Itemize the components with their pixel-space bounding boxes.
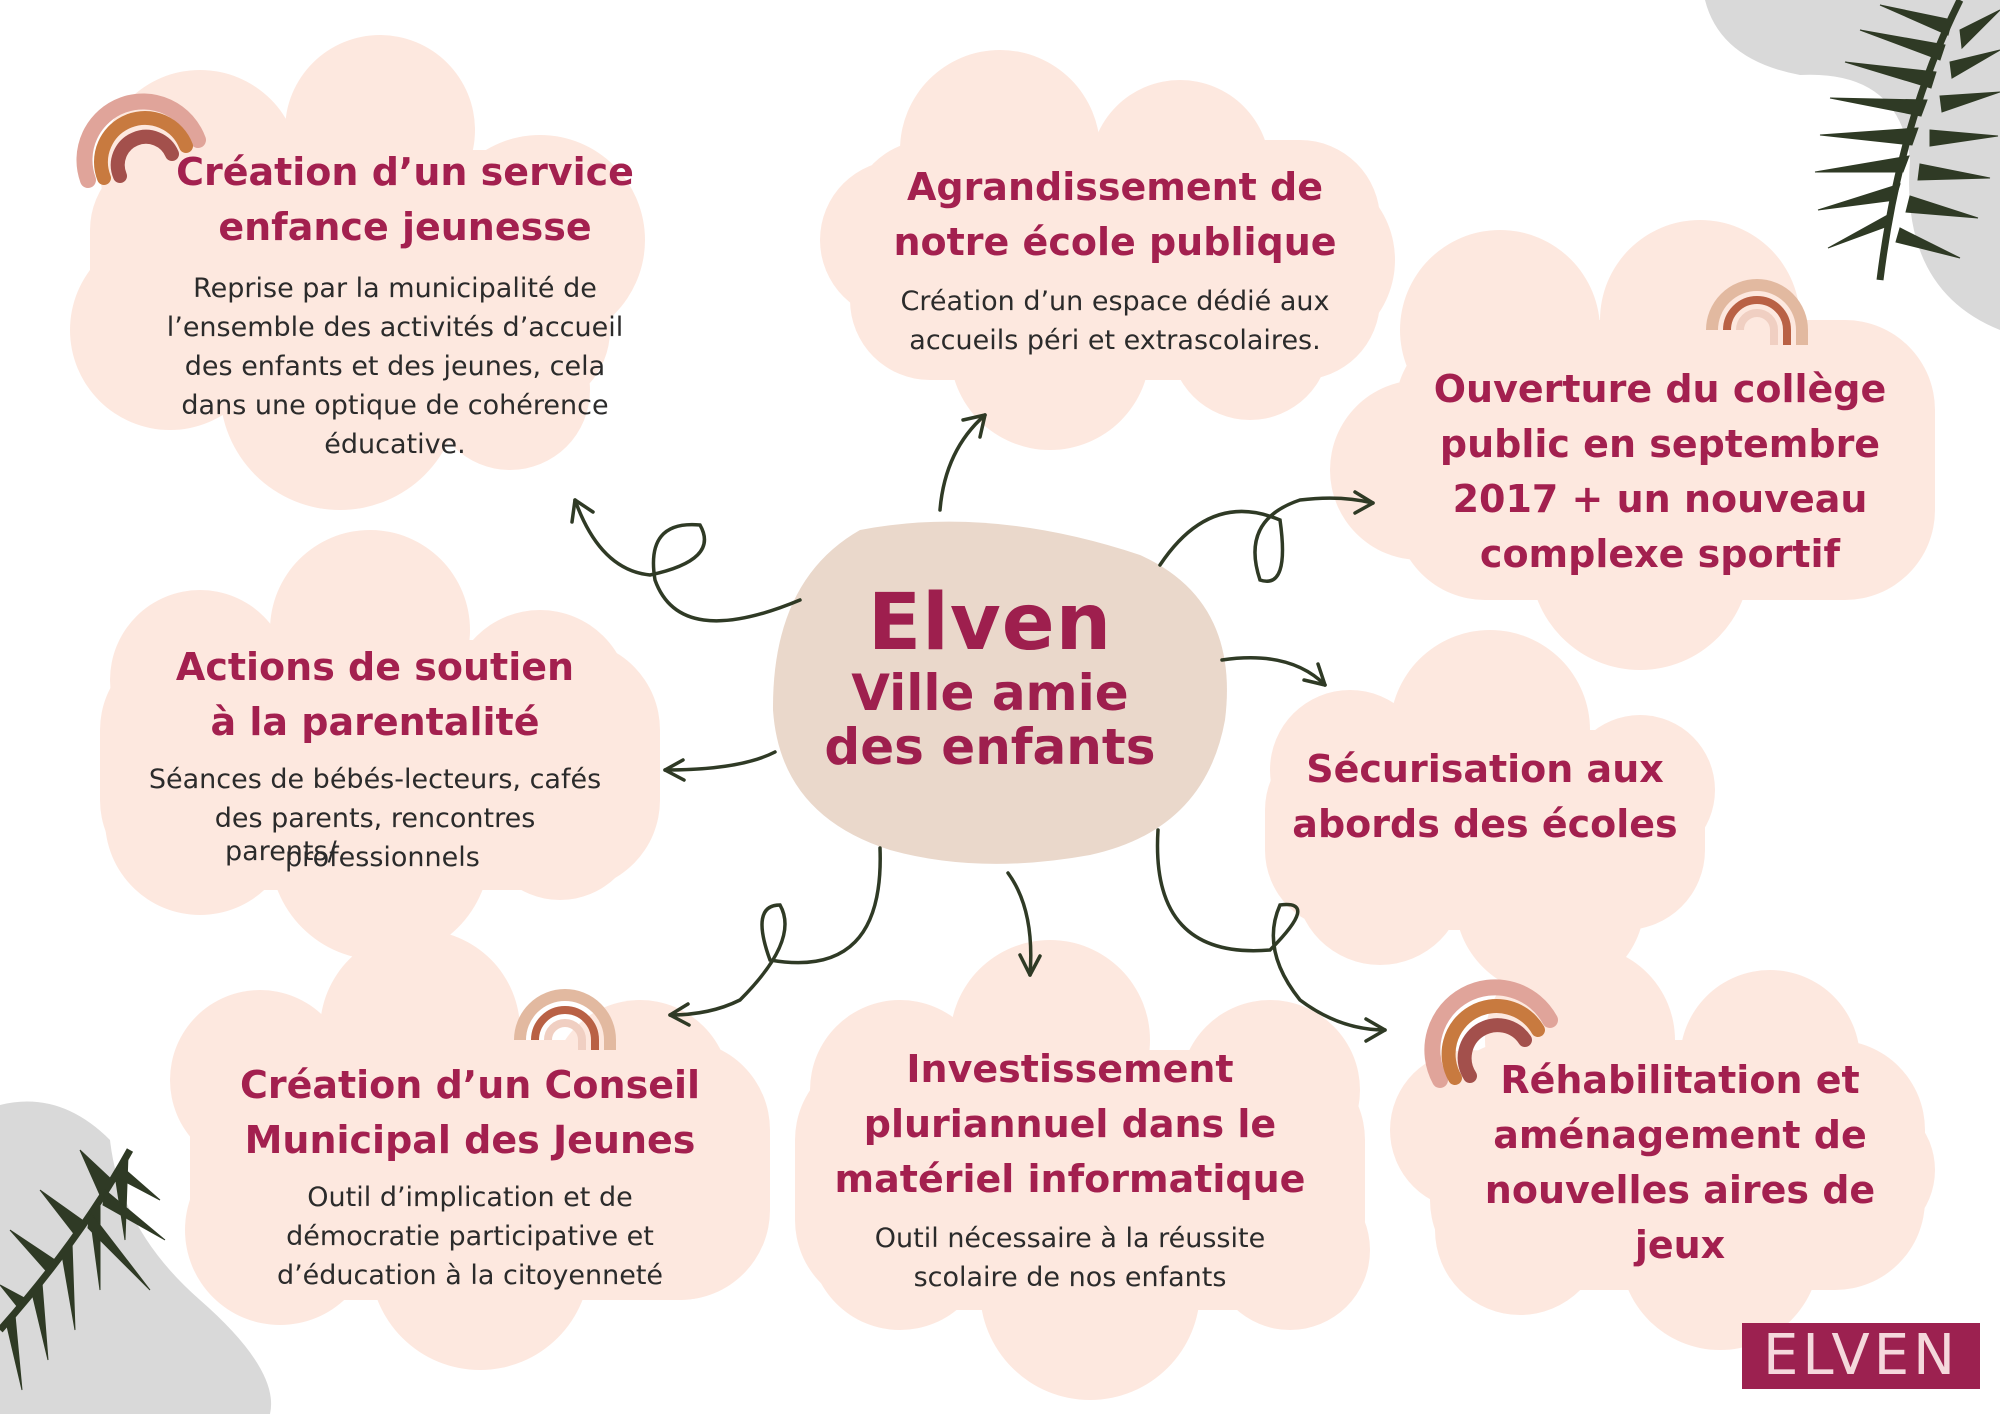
card-title-line: Actions de soutien (175, 645, 575, 689)
card-materiel-informatique: Investissement pluriannuel dans le matér… (820, 1042, 1320, 1297)
card-body-line: Création d’un espace dédié aux (900, 286, 1330, 317)
card-body-line: d’éducation à la citoyenneté (276, 1260, 664, 1291)
dotted-rainbow-icon (514, 989, 616, 1050)
card-title-line: nouvelles aires de jeux (1484, 1168, 1876, 1267)
card-ecole-publique: Agrandissement de notre école publique C… (885, 160, 1345, 360)
card-title-line: Création d’un service (176, 150, 634, 194)
card-title-line: Investissement (906, 1047, 1234, 1091)
card-title-line: Municipal des Jeunes (244, 1118, 696, 1162)
card-title-line: Réhabilitation et (1500, 1058, 1860, 1102)
card-parentalite: Actions de soutien à la parentalité Séan… (130, 640, 620, 888)
palm-leaf-icon (0, 1148, 166, 1391)
card-body-line: scolaire de nos enfants (913, 1262, 1227, 1293)
elven-logo: ELVEN (1742, 1323, 1980, 1389)
card-securisation: Sécurisation aux abords des écoles (1285, 742, 1685, 852)
card-title-line: 2017 + un nouveau (1452, 477, 1868, 521)
center-subtitle-line1: Ville amie (851, 664, 1129, 722)
card-conseil-municipal: Création d’un Conseil Municipal des Jeun… (225, 1058, 715, 1295)
center-title: Elven Ville amie des enfants (775, 580, 1205, 774)
card-title-line: complexe sportif (1479, 532, 1841, 576)
card-title-line: Agrandissement de (906, 165, 1324, 209)
arrow-icon (570, 413, 1387, 1043)
rainbow-icon (76, 93, 206, 188)
card-title-line: Création d’un Conseil (239, 1063, 701, 1107)
card-title-line: pluriannuel dans le (863, 1102, 1277, 1146)
card-body-line: l’ensemble des activités d’accueil (166, 312, 624, 343)
card-title-line: notre école publique (893, 220, 1337, 264)
card-body-line: Séances de bébés-lecteurs, cafés (148, 764, 602, 795)
card-college-public: Ouverture du collège public en septembre… (1420, 362, 1900, 582)
card-service-enfance: Création d’un service enfance jeunesse R… (150, 145, 640, 464)
dotted-rainbow-icon (1706, 279, 1808, 345)
center-blob (772, 521, 1227, 864)
card-body-line: dans une optique de cohérence (181, 390, 609, 421)
card-body-line: Outil nécessaire à la réussite (874, 1223, 1266, 1254)
center-subtitle-line2: des enfants (824, 718, 1156, 776)
card-aires-de-jeux: Réhabilitation et aménagement de nouvell… (1440, 1053, 1920, 1273)
card-title-line: aménagement de (1493, 1113, 1867, 1157)
card-title-line: public en septembre (1439, 422, 1881, 466)
card-title-line: matériel informatique (834, 1157, 1306, 1201)
card-body-line: des enfants et des jeunes, cela (184, 351, 606, 382)
card-body-line: Outil d’implication et de (307, 1182, 633, 1213)
card-body-line: Reprise par la municipalité de (193, 273, 597, 304)
card-body-line: professionnels (285, 842, 480, 873)
palm-leaf-icon (1814, 0, 2000, 281)
card-title-line: Sécurisation aux (1306, 747, 1664, 791)
card-title-line: à la parentalité (210, 700, 540, 744)
corner-shape-bottom-left (0, 1101, 272, 1414)
card-title-line: abords des écoles (1292, 802, 1678, 846)
card-body-line: démocratie participative et (286, 1221, 654, 1252)
rainbow-icon (1424, 979, 1558, 1088)
center-title-main: Elven (867, 578, 1113, 668)
card-body-line: parents/ (225, 836, 337, 867)
card-body-line: éducative. (324, 429, 466, 460)
card-body-line: des parents, rencontres (214, 803, 536, 834)
card-title-line: Ouverture du collège (1433, 367, 1887, 411)
card-title-line: enfance jeunesse (218, 205, 592, 249)
card-body-line: accueils péri et extrascolaires. (909, 325, 1321, 356)
